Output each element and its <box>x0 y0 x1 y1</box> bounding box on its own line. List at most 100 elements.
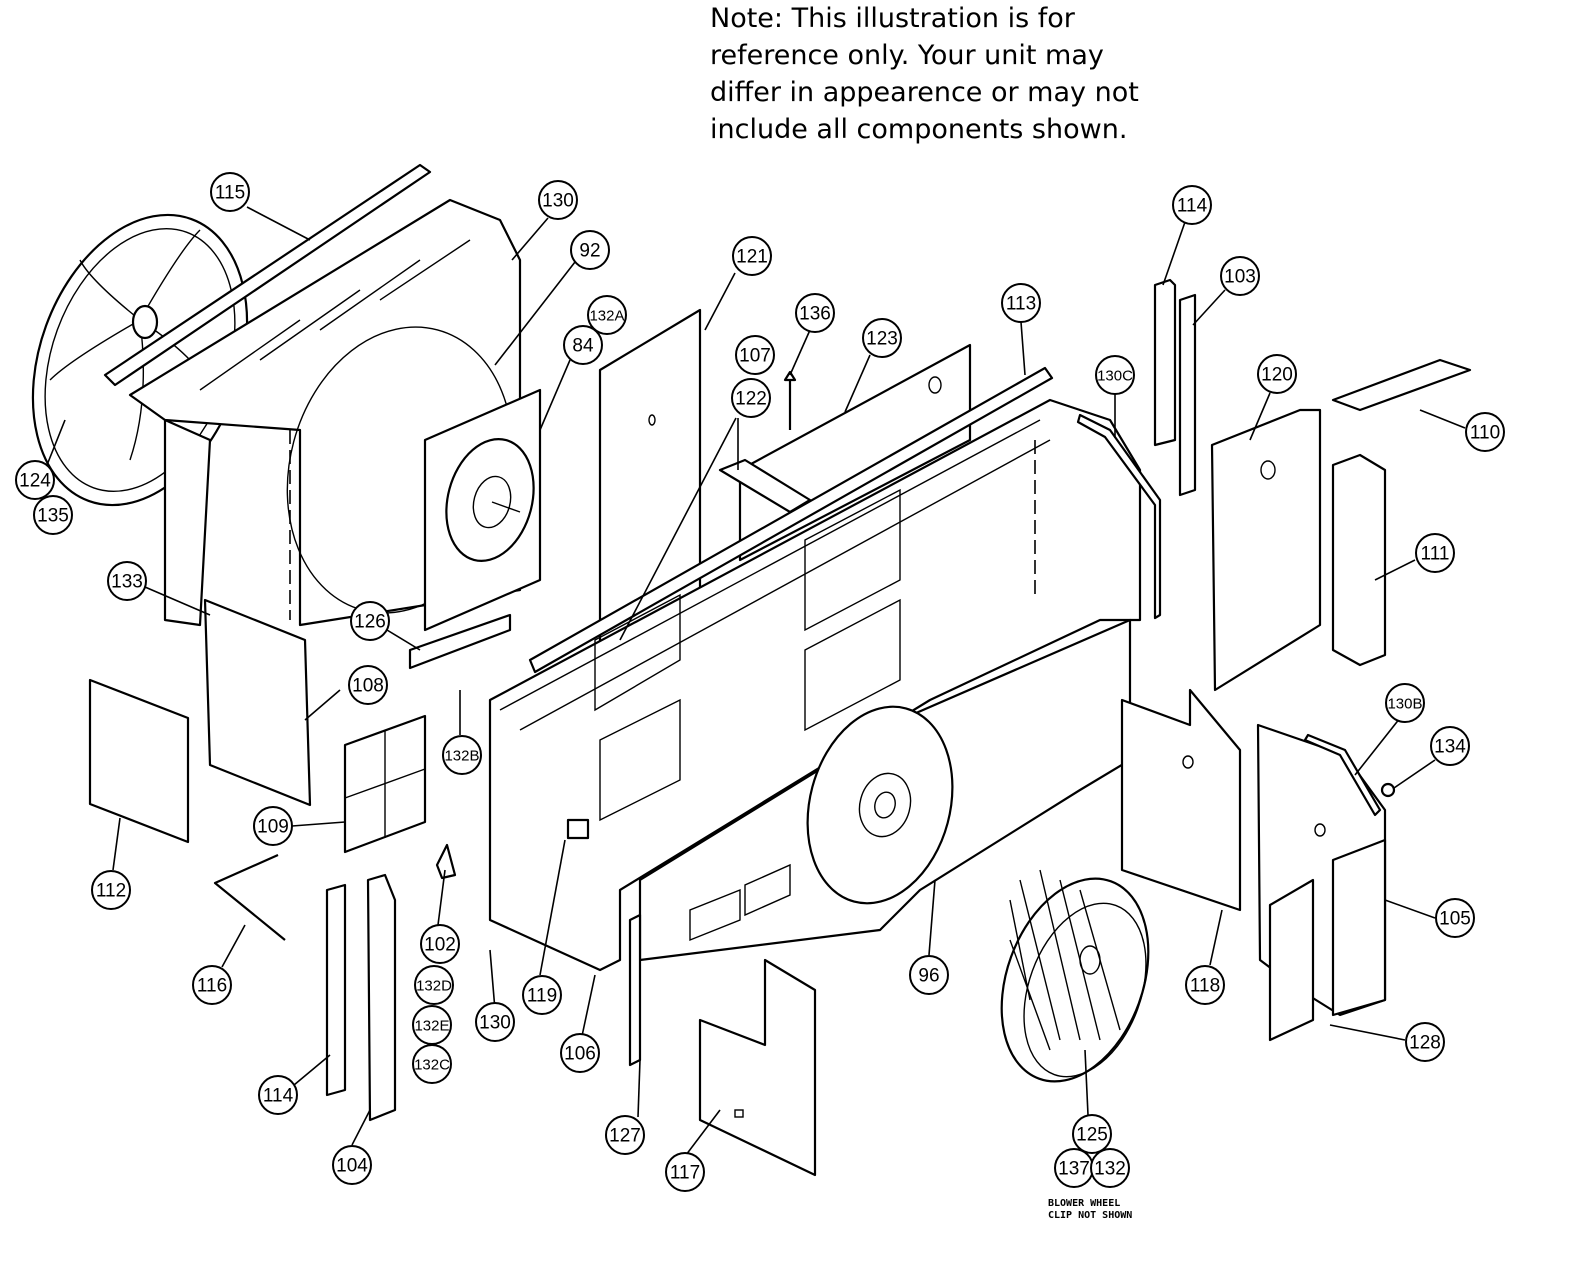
callout-115[interactable]: 115 <box>210 172 250 212</box>
part-strip-110 <box>1331 358 1472 412</box>
svg-text:112: 112 <box>96 881 126 902</box>
part-panel-117 <box>698 958 817 1177</box>
callout-114-bottom[interactable]: 114 <box>258 1075 298 1115</box>
callout-137[interactable]: 137 <box>1054 1148 1094 1188</box>
svg-text:133: 133 <box>111 572 143 593</box>
svg-text:96: 96 <box>918 966 939 987</box>
svg-text:84: 84 <box>572 336 594 357</box>
svg-text:110: 110 <box>1470 423 1500 444</box>
svg-text:116: 116 <box>197 976 227 997</box>
leader-lines <box>46 206 1466 1156</box>
callout-134[interactable]: 134 <box>1430 726 1470 766</box>
callout-105[interactable]: 105 <box>1435 898 1475 938</box>
callout-109[interactable]: 109 <box>253 806 293 846</box>
callout-121[interactable]: 121 <box>732 236 772 276</box>
callout-130[interactable]: 130 <box>538 180 578 220</box>
callout-112[interactable]: 112 <box>91 870 131 910</box>
callout-117[interactable]: 117 <box>665 1152 705 1192</box>
callout-132C[interactable]: 132C <box>412 1044 452 1084</box>
callout-128[interactable]: 128 <box>1405 1022 1445 1062</box>
callout-132D[interactable]: 132D <box>414 965 454 1005</box>
disclaimer-note: Note: This illustration is for reference… <box>710 0 1170 148</box>
svg-text:130: 130 <box>542 191 574 212</box>
svg-text:134: 134 <box>1434 737 1466 758</box>
note-line: reference only. Your unit may <box>710 40 1104 71</box>
footnote-line-1: BLOWER WHEEL <box>1048 1198 1120 1209</box>
callout-127[interactable]: 127 <box>605 1115 645 1155</box>
callout-119[interactable]: 119 <box>522 975 562 1015</box>
parts-layer <box>31 163 1472 1177</box>
svg-text:130C: 130C <box>1097 368 1133 385</box>
part-strip-126 <box>408 613 512 670</box>
callout-124[interactable]: 124 <box>15 460 55 500</box>
callout-130-bottom[interactable]: 130 <box>475 1002 515 1042</box>
callout-84[interactable]: 84 <box>563 325 603 365</box>
callout-108[interactable]: 108 <box>348 665 388 705</box>
callout-132E[interactable]: 132E <box>412 1005 452 1045</box>
svg-text:114: 114 <box>263 1086 294 1107</box>
callout-123[interactable]: 123 <box>862 318 902 358</box>
callout-126[interactable]: 126 <box>350 601 390 641</box>
callout-107[interactable]: 107 <box>735 335 775 375</box>
svg-text:111: 111 <box>1421 544 1450 565</box>
svg-text:132B: 132B <box>444 748 479 765</box>
callout-103[interactable]: 103 <box>1220 256 1260 296</box>
callout-120[interactable]: 120 <box>1257 354 1297 394</box>
svg-text:130B: 130B <box>1387 696 1422 713</box>
callout-136[interactable]: 136 <box>795 293 835 333</box>
svg-text:132C: 132C <box>414 1057 450 1074</box>
svg-text:115: 115 <box>215 183 245 204</box>
svg-text:103: 103 <box>1224 267 1256 288</box>
svg-text:132A: 132A <box>589 308 624 325</box>
callout-116[interactable]: 116 <box>192 965 232 1005</box>
callout-114-top[interactable]: 114 <box>1172 185 1212 225</box>
callout-106[interactable]: 106 <box>560 1033 600 1073</box>
svg-text:127: 127 <box>609 1126 641 1147</box>
part-panel-120 <box>1210 408 1322 692</box>
svg-text:105: 105 <box>1439 909 1471 930</box>
svg-text:109: 109 <box>257 817 289 838</box>
part-strip-114-bottom <box>325 883 347 1097</box>
part-rod-116 <box>213 853 286 941</box>
part-panel-118 <box>1120 688 1242 912</box>
svg-text:113: 113 <box>1006 294 1036 315</box>
callout-118[interactable]: 118 <box>1185 965 1225 1005</box>
part-strip-127 <box>628 913 642 1067</box>
svg-text:121: 121 <box>736 247 768 268</box>
part-strip-114-top <box>1153 278 1177 447</box>
callouts: 115 130 92 132A 84 121 107 122 136 123 1… <box>15 172 1505 1192</box>
callout-125[interactable]: 125 <box>1072 1114 1112 1154</box>
callout-104[interactable]: 104 <box>332 1145 372 1185</box>
blower-wheel-footnote: BLOWER WHEEL CLIP NOT SHOWN <box>1048 1198 1132 1221</box>
callout-135[interactable]: 135 <box>33 495 73 535</box>
callout-102[interactable]: 102 <box>420 924 460 964</box>
svg-text:132D: 132D <box>416 978 452 995</box>
svg-text:124: 124 <box>19 471 51 492</box>
callout-111[interactable]: 111 <box>1415 533 1455 573</box>
svg-text:102: 102 <box>424 935 456 956</box>
svg-text:132E: 132E <box>414 1018 449 1035</box>
svg-text:107: 107 <box>739 346 771 367</box>
svg-text:118: 118 <box>1190 976 1220 997</box>
svg-text:122: 122 <box>735 389 767 410</box>
callout-92[interactable]: 92 <box>570 230 610 270</box>
callout-110[interactable]: 110 <box>1465 412 1505 452</box>
callout-130B[interactable]: 130B <box>1385 683 1425 723</box>
part-strip-130C <box>1076 413 1162 620</box>
part-nut-134 <box>1380 782 1396 798</box>
callout-132[interactable]: 132 <box>1090 1148 1130 1188</box>
svg-text:132: 132 <box>1094 1159 1126 1180</box>
callout-122[interactable]: 122 <box>731 378 771 418</box>
callout-132A[interactable]: 132A <box>587 295 627 335</box>
callout-130C[interactable]: 130C <box>1095 355 1135 395</box>
callout-133[interactable]: 133 <box>107 561 147 601</box>
part-fan-motor <box>423 388 542 632</box>
callout-113[interactable]: 113 <box>1001 283 1041 323</box>
part-base-pan <box>488 398 1142 972</box>
part-screw-136 <box>783 370 797 430</box>
callout-96[interactable]: 96 <box>909 955 949 995</box>
svg-text:137: 137 <box>1058 1159 1090 1180</box>
callout-132B[interactable]: 132B <box>442 735 482 775</box>
svg-text:128: 128 <box>1409 1033 1441 1054</box>
